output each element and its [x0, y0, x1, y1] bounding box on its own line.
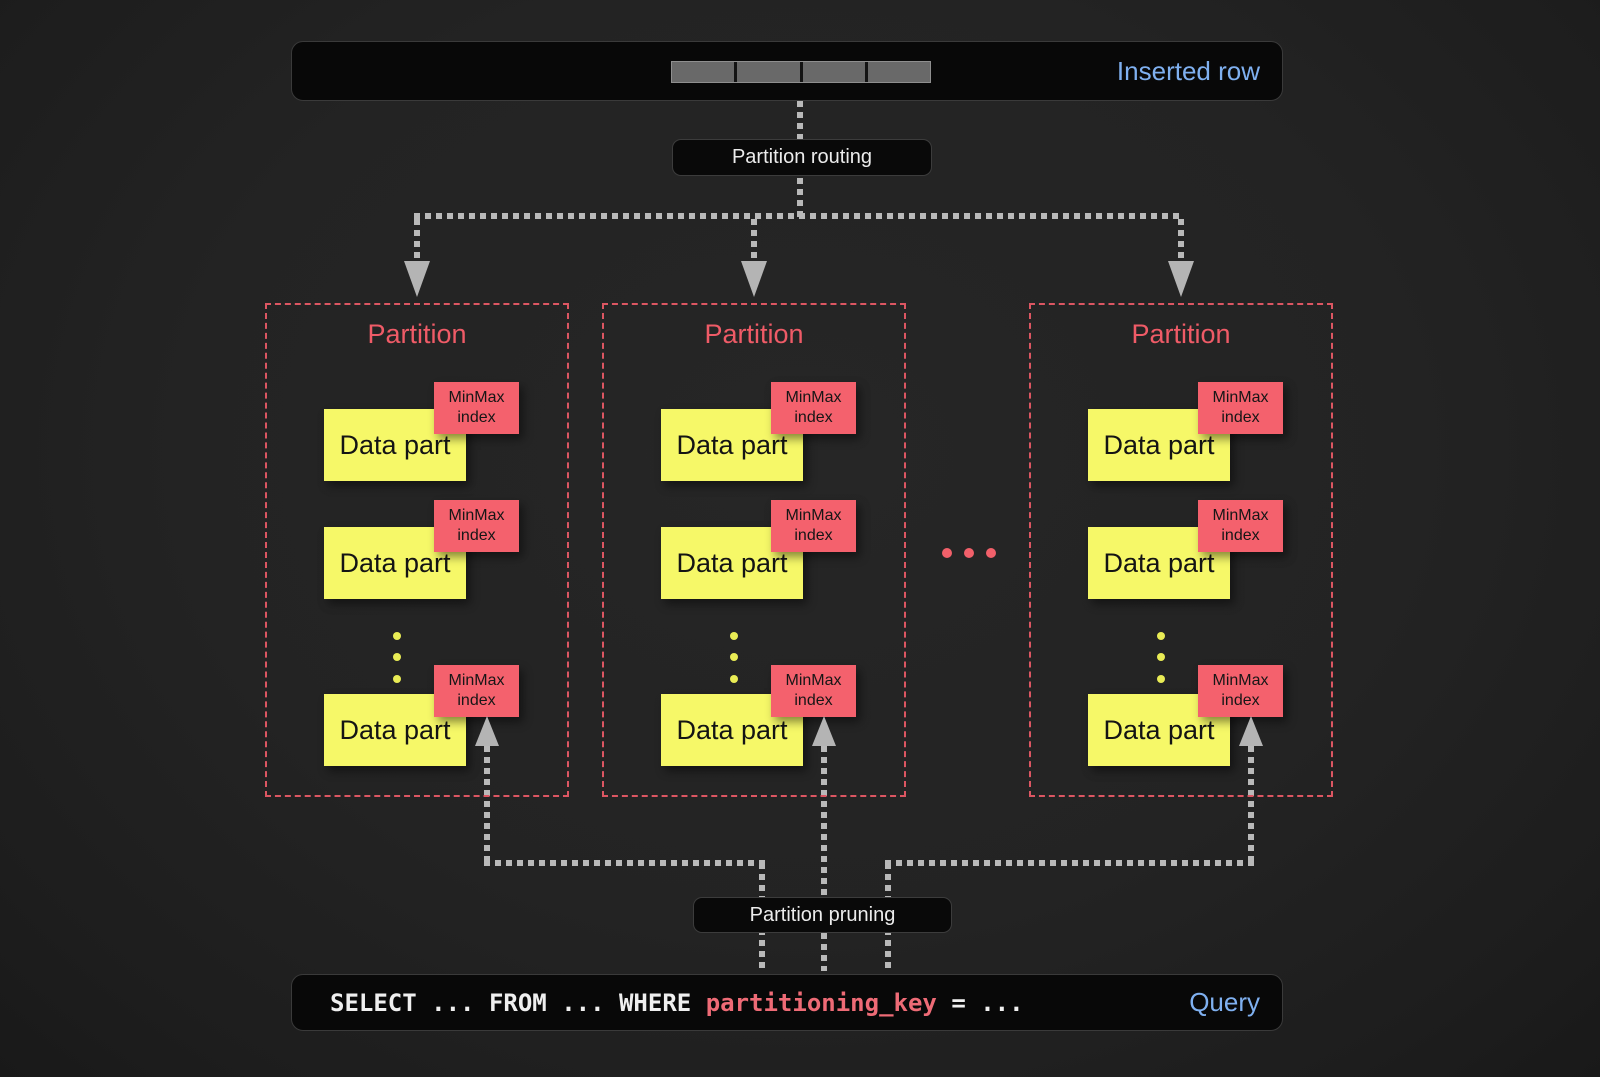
pruning-arrowhead-2 — [812, 716, 836, 746]
more-parts-dot — [1157, 653, 1165, 661]
pruning-connector-right — [885, 860, 1254, 866]
partitions-ellipsis-dot — [942, 548, 952, 558]
inserted-row-label: Inserted row — [1116, 55, 1260, 86]
minmax-line1: MinMax — [1212, 507, 1269, 524]
more-parts-dot — [730, 675, 738, 683]
data-part: Data part — [324, 694, 466, 766]
minmax-line1: MinMax — [785, 507, 842, 524]
partition-routing-label: Partition routing — [672, 139, 932, 176]
minmax-index-tag: MinMax index — [1198, 665, 1283, 717]
sql-before: SELECT ... FROM ... WHERE — [330, 988, 706, 1017]
minmax-line2: index — [1221, 409, 1260, 426]
minmax-line2: index — [794, 692, 833, 709]
pruning-stem-2 — [821, 746, 827, 971]
minmax-index-tag: MinMax index — [1198, 382, 1283, 434]
minmax-index-tag: MinMax index — [771, 665, 856, 717]
inserted-row-bar: Inserted row — [291, 41, 1283, 101]
minmax-line1: MinMax — [448, 389, 505, 406]
routing-branch-stem-3 — [1178, 219, 1184, 261]
minmax-line2: index — [794, 527, 833, 544]
data-part-label: Data part — [1103, 429, 1215, 460]
minmax-line1: MinMax — [448, 672, 505, 689]
partitions-ellipsis-dot — [964, 548, 974, 558]
minmax-index-tag: MinMax index — [1198, 500, 1283, 552]
data-part-label: Data part — [676, 714, 788, 745]
partition-title: Partition — [367, 319, 467, 349]
data-part-label: Data part — [676, 547, 788, 578]
sql-query-text: SELECT ... FROM ... WHERE partitioning_k… — [292, 989, 1024, 1017]
data-part-label: Data part — [339, 714, 451, 745]
minmax-line1: MinMax — [1212, 672, 1269, 689]
minmax-line1: MinMax — [785, 389, 842, 406]
row-cell — [672, 62, 735, 82]
minmax-line2: index — [794, 409, 833, 426]
minmax-line1: MinMax — [448, 507, 505, 524]
inserted-row-cells — [671, 61, 931, 83]
routing-branch-stem-2 — [751, 219, 757, 261]
row-cell — [802, 62, 865, 82]
more-parts-dot — [1157, 632, 1165, 640]
minmax-index-tag: MinMax index — [434, 500, 519, 552]
more-parts-dot — [393, 632, 401, 640]
more-parts-dot — [393, 653, 401, 661]
minmax-index-tag: MinMax index — [771, 500, 856, 552]
minmax-index-tag: MinMax index — [434, 665, 519, 717]
minmax-line2: index — [1221, 692, 1260, 709]
partition-title: Partition — [1131, 319, 1231, 349]
row-cell — [737, 62, 800, 82]
partition-box-3: Partition Data part MinMax index Data par… — [1029, 303, 1333, 797]
minmax-line1: MinMax — [1212, 389, 1269, 406]
pruning-stem-1 — [484, 746, 490, 863]
data-part: Data part — [1088, 409, 1230, 481]
routing-branch-stem-1 — [414, 219, 420, 261]
data-part-label: Data part — [1103, 547, 1215, 578]
minmax-line1: MinMax — [785, 672, 842, 689]
minmax-index-tag: MinMax index — [771, 382, 856, 434]
partition-pruning-label: Partition pruning — [693, 897, 952, 933]
data-part-label: Data part — [339, 429, 451, 460]
sql-after: = ... — [936, 988, 1024, 1017]
more-parts-dot — [1157, 675, 1165, 683]
more-parts-dot — [730, 653, 738, 661]
routing-arrowhead-3 — [1168, 261, 1194, 297]
data-part-label: Data part — [676, 429, 788, 460]
pruning-arrowhead-1 — [475, 716, 499, 746]
more-parts-dot — [730, 632, 738, 640]
pruning-arrowhead-3 — [1239, 716, 1263, 746]
data-part-label: Data part — [1103, 714, 1215, 745]
row-cell — [867, 62, 930, 82]
routing-arrowhead-2 — [741, 261, 767, 297]
partition-box-2: Partition Data part MinMax index Data par… — [602, 303, 906, 797]
minmax-line2: index — [457, 527, 496, 544]
minmax-line2: index — [457, 409, 496, 426]
partition-title: Partition — [704, 319, 804, 349]
sql-partitioning-key: partitioning_key — [705, 988, 937, 1017]
pruning-connector-left — [484, 860, 768, 866]
data-part-label: Data part — [339, 547, 451, 578]
minmax-line2: index — [457, 692, 496, 709]
more-parts-dot — [393, 675, 401, 683]
partitions-ellipsis-dot — [986, 548, 996, 558]
minmax-index-tag: MinMax index — [434, 382, 519, 434]
routing-branch-line — [414, 213, 1184, 219]
query-bar: SELECT ... FROM ... WHERE partitioning_k… — [291, 974, 1283, 1031]
query-label: Query — [1189, 987, 1260, 1017]
pruning-stem-3 — [1248, 746, 1254, 863]
partition-box-1: Partition Data part MinMax index Data par… — [265, 303, 569, 797]
routing-arrowhead-1 — [404, 261, 430, 297]
minmax-line2: index — [1221, 527, 1260, 544]
